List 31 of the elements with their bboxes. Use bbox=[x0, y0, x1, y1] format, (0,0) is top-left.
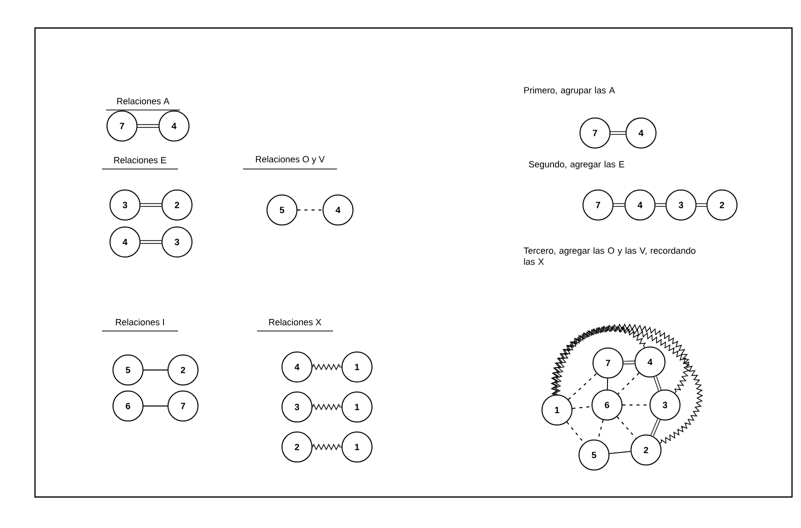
heading: Relaciones X bbox=[269, 318, 322, 326]
connector bbox=[312, 444, 342, 450]
connector bbox=[554, 325, 704, 444]
connector bbox=[616, 416, 636, 439]
connector bbox=[572, 406, 592, 409]
connector bbox=[550, 325, 646, 396]
connector bbox=[566, 421, 585, 444]
connector bbox=[650, 418, 661, 436]
step-text: Tercero, agregar las O y las V, recordando las X bbox=[524, 247, 696, 265]
connector bbox=[610, 131, 626, 135]
connector bbox=[138, 124, 158, 128]
connector bbox=[568, 373, 598, 400]
connector bbox=[696, 203, 706, 207]
step-text: Segundo, agregar las E bbox=[528, 160, 624, 170]
heading: Relaciones E bbox=[114, 156, 166, 164]
connector bbox=[617, 372, 640, 395]
connector bbox=[608, 451, 632, 454]
connector bbox=[140, 240, 162, 244]
connector bbox=[614, 203, 624, 207]
connector bbox=[606, 378, 608, 390]
connector bbox=[140, 203, 162, 207]
heading: Relaciones O y V bbox=[256, 156, 325, 164]
connector bbox=[552, 323, 690, 395]
connector bbox=[656, 203, 666, 207]
step-text: Primero, agrupar las A bbox=[524, 86, 616, 96]
connector bbox=[312, 404, 342, 410]
connector bbox=[623, 360, 635, 364]
heading: Relaciones I bbox=[116, 318, 164, 326]
connector bbox=[654, 376, 662, 391]
connector bbox=[312, 364, 342, 370]
heading: Relaciones A bbox=[117, 98, 170, 104]
